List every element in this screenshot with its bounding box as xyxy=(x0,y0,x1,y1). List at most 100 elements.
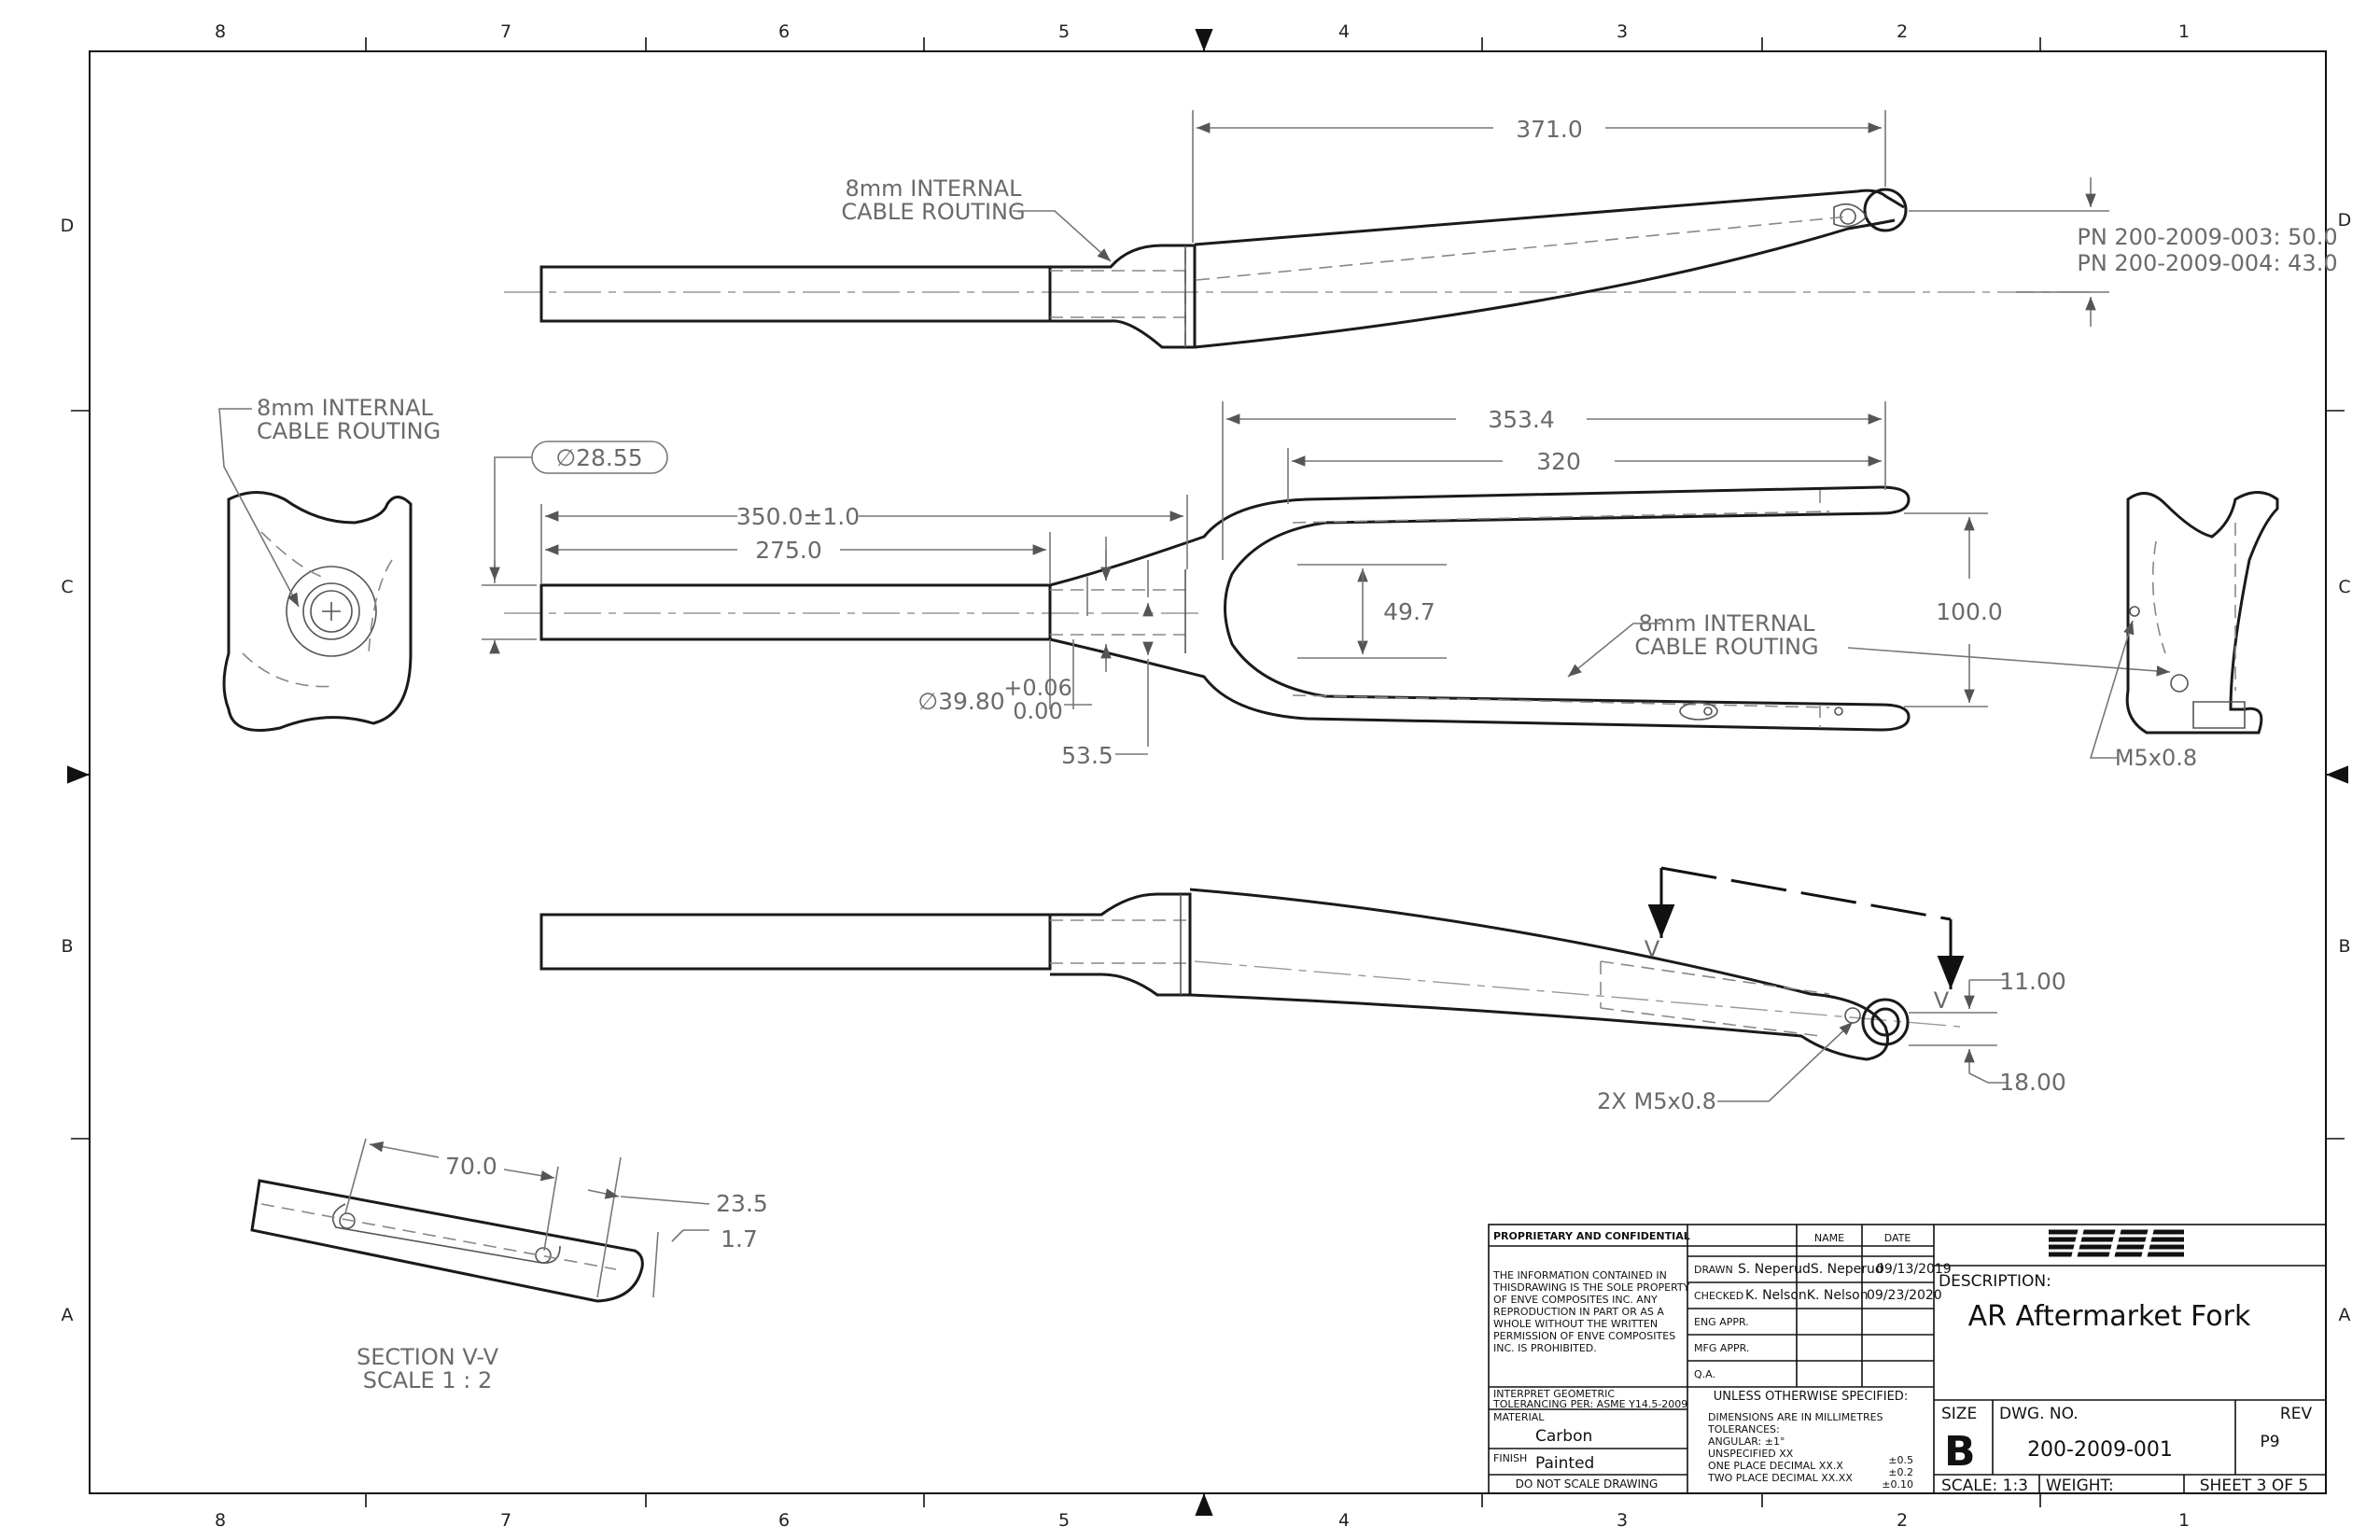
dims-note-4: UNSPECIFIED XX xyxy=(1708,1448,1794,1460)
section-scale: SCALE 1 : 2 xyxy=(363,1367,492,1393)
left-cable-note-line1: 8mm INTERNAL xyxy=(257,395,434,421)
zone-labels: 8 7 6 5 4 3 2 1 8 7 6 5 4 3 2 1 D C B A … xyxy=(61,21,2352,1531)
dim-70: 70.0 xyxy=(445,1153,497,1180)
dim-tol-upper: +0.06 xyxy=(1003,675,1072,701)
rev-label: REV xyxy=(2280,1405,2313,1423)
left-cable-note-line2: CABLE ROUTING xyxy=(257,418,441,444)
weight-label: WEIGHT: xyxy=(2046,1477,2114,1495)
col-date: DATE xyxy=(1884,1232,1911,1244)
zone-col-8-top: 8 xyxy=(215,21,226,42)
front-cable-note-line1: 8mm INTERNAL xyxy=(1639,610,1816,637)
dim-353: 353.4 xyxy=(1488,406,1555,433)
dwg-number: 200-2009-001 xyxy=(2027,1438,2173,1462)
unless-specified: UNLESS OTHERWISE SPECIFIED: xyxy=(1714,1390,1908,1404)
tol-3: ±0.10 xyxy=(1882,1478,1913,1491)
dims-note-1: DIMENSIONS ARE IN MILLIMETRES xyxy=(1708,1411,1883,1423)
drawn-name: S. NeperudS. Neperud xyxy=(1738,1262,1883,1277)
enve-logo xyxy=(2049,1227,2184,1259)
zone-col-1-top: 1 xyxy=(2178,21,2190,42)
qa: Q.A. xyxy=(1694,1368,1715,1380)
dim-diameter-39: ∅39.80 xyxy=(917,688,1004,715)
material-label: MATERIAL xyxy=(1493,1411,1545,1423)
zone-row-d-right: D xyxy=(2338,210,2352,231)
zone-row-b-right: B xyxy=(2338,936,2350,957)
dim-tol-lower: 0.00 xyxy=(1013,698,1062,724)
checked-label: CHECKED xyxy=(1694,1290,1743,1302)
front-view: 353.4 320 ∅28.55 350.0±1.0 275.0 49.7 10… xyxy=(482,401,2171,769)
top-cable-note-line1: 8mm INTERNAL xyxy=(846,175,1023,202)
drawn-label: DRAWN xyxy=(1694,1264,1733,1276)
dim-371: 371.0 xyxy=(1516,116,1583,143)
tol-1: ±0.5 xyxy=(1888,1454,1913,1466)
zone-col-1-bottom: 1 xyxy=(2178,1510,2190,1531)
dim-1-7: 1.7 xyxy=(721,1225,758,1253)
scale-value: SCALE: 1:3 xyxy=(1941,1477,2028,1495)
proprietary-line-7: INC. IS PROHIBITED. xyxy=(1493,1342,1597,1354)
description-label: DESCRIPTION: xyxy=(1939,1272,2051,1291)
pn-004-offset: PN 200-2009-004: 43.0 xyxy=(2077,250,2337,276)
right-end-view: M5x0.8 xyxy=(2089,491,2279,771)
dim-23-5: 23.5 xyxy=(716,1190,768,1217)
top-view: 371.0 8mm INTERNAL CABLE ROUTING PN 200-… xyxy=(504,110,2338,349)
proprietary-heading: PROPRIETARY AND CONFIDENTIAL xyxy=(1493,1230,1690,1242)
finish-value: Painted xyxy=(1535,1454,1594,1473)
zone-row-d-left: D xyxy=(61,216,75,236)
dims-note-5: ONE PLACE DECIMAL XX.X xyxy=(1708,1460,1843,1472)
dim-275: 275.0 xyxy=(755,537,822,564)
size-value: B xyxy=(1944,1428,1976,1476)
zone-col-7-top: 7 xyxy=(500,21,511,42)
interpret-line-2: TOLERANCING PER: ASME Y14.5-2009 xyxy=(1492,1398,1687,1410)
side-thread-note: 2X M5x0.8 xyxy=(1597,1088,1716,1114)
pn-003-offset: PN 200-2009-003: 50.0 xyxy=(2077,224,2337,250)
tol-2: ±0.2 xyxy=(1888,1466,1913,1478)
finish-label: FINISH xyxy=(1493,1452,1527,1464)
zone-col-3-top: 3 xyxy=(1617,21,1628,42)
zone-col-8-bottom: 8 xyxy=(215,1510,226,1531)
dim-350: 350.0±1.0 xyxy=(736,503,860,530)
dim-18: 18.00 xyxy=(1999,1069,2066,1096)
dim-320: 320 xyxy=(1536,448,1581,475)
section-view: 70.0 23.5 1.7 SECTION V-V SCALE 1 : 2 xyxy=(250,1138,768,1393)
zone-col-5-top: 5 xyxy=(1058,21,1070,42)
proprietary-line-1: THE INFORMATION CONTAINED IN xyxy=(1492,1269,1667,1281)
zone-col-5-bottom: 5 xyxy=(1058,1510,1070,1531)
zone-col-3-bottom: 3 xyxy=(1617,1510,1628,1531)
description-value: AR Aftermarket Fork xyxy=(1968,1300,2251,1333)
section-mark-left: V xyxy=(1645,936,1660,962)
section-title: SECTION V-V xyxy=(357,1344,499,1370)
title-block: PROPRIETARY AND CONFIDENTIAL THE INFORMA… xyxy=(1488,1224,2327,1495)
do-not-scale: DO NOT SCALE DRAWING xyxy=(1516,1477,1659,1491)
dwg-label: DWG. NO. xyxy=(1999,1405,2079,1423)
zone-row-a-left: A xyxy=(62,1305,74,1325)
zone-col-7-bottom: 7 xyxy=(500,1510,511,1531)
dims-note-2: TOLERANCES: xyxy=(1707,1423,1780,1435)
material-value: Carbon xyxy=(1535,1427,1592,1446)
zone-col-4-bottom: 4 xyxy=(1338,1510,1350,1531)
zone-row-b-left: B xyxy=(61,936,73,957)
left-end-view: 8mm INTERNAL CABLE ROUTING xyxy=(218,395,441,732)
top-cable-note-line2: CABLE ROUTING xyxy=(841,199,1025,225)
front-cable-note-line2: CABLE ROUTING xyxy=(1634,634,1818,660)
proprietary-line-3: OF ENVE COMPOSITES INC. ANY xyxy=(1493,1294,1658,1306)
right-thread-note: M5x0.8 xyxy=(2115,745,2197,771)
dim-11: 11.00 xyxy=(1999,968,2066,995)
interpret-line-1: INTERPRET GEOMETRIC xyxy=(1493,1388,1615,1400)
zone-col-4-top: 4 xyxy=(1338,21,1350,42)
dims-note-3: ANGULAR: ±1° xyxy=(1708,1435,1785,1448)
sheet-value: SHEET 3 OF 5 xyxy=(2200,1477,2308,1495)
dim-100: 100.0 xyxy=(1936,598,2003,625)
mfg-appr: MFG APPR. xyxy=(1694,1342,1749,1354)
col-name: NAME xyxy=(1814,1232,1844,1244)
dims-note-6: TWO PLACE DECIMAL XX.XX xyxy=(1707,1472,1853,1484)
proprietary-line-5: WHOLE WITHOUT THE WRITTEN xyxy=(1493,1318,1658,1330)
rev-value: P9 xyxy=(2260,1433,2279,1451)
zone-row-c-left: C xyxy=(61,577,73,597)
side-view: V V 11.00 18.00 2X M5x0.8 xyxy=(539,866,2066,1114)
dim-diameter-28: ∅28.55 xyxy=(555,444,642,471)
zone-col-2-top: 2 xyxy=(1897,21,1908,42)
zone-row-a-right: A xyxy=(2339,1305,2351,1325)
checked-name: K. NelsonK. Nelson xyxy=(1745,1288,1869,1303)
proprietary-line-4: REPRODUCTION IN PART OR AS A xyxy=(1493,1306,1664,1318)
zone-col-6-top: 6 xyxy=(778,21,790,42)
